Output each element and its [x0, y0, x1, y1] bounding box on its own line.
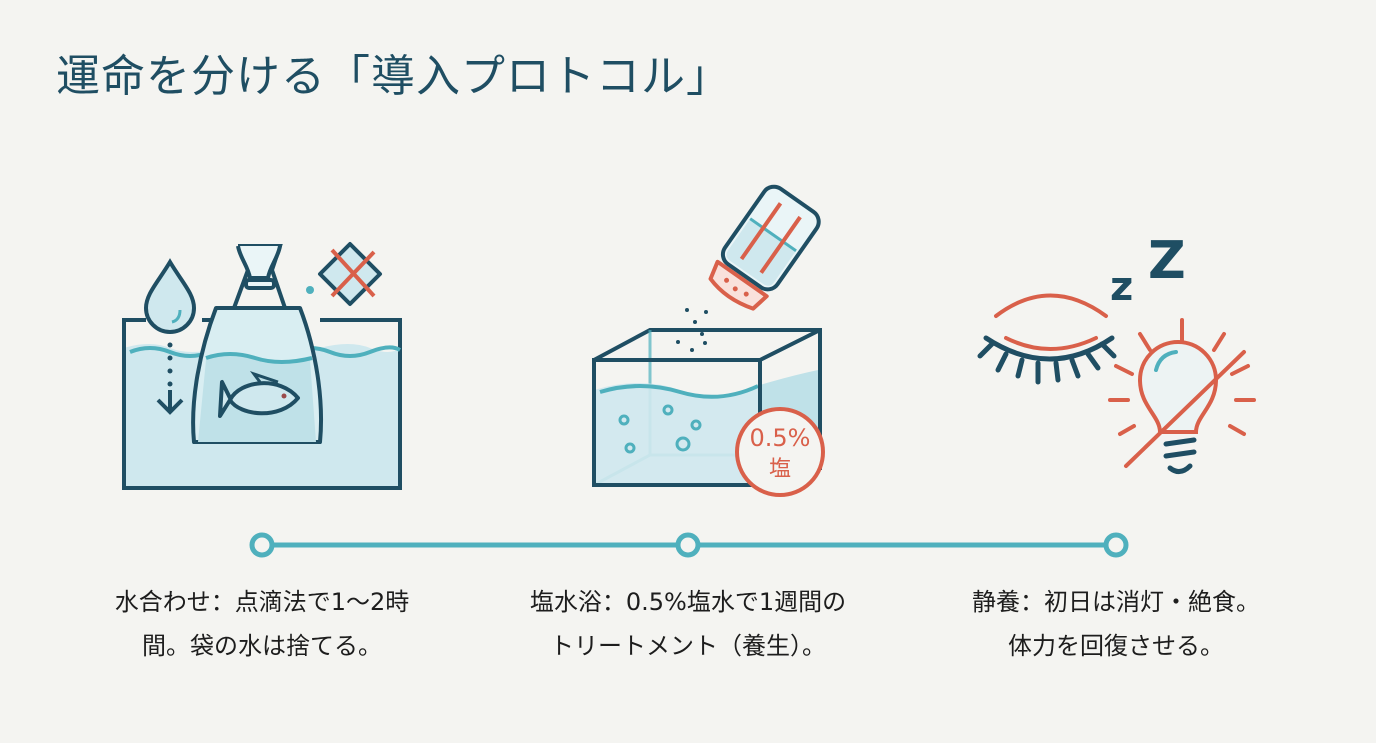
- salt-concentration-badge: [735, 407, 825, 497]
- step-2-caption-line1: 塩水浴：0.5%塩水で1週間の: [529, 588, 847, 616]
- step-2-caption: 塩水浴：0.5%塩水で1週間の トリートメント（養生）。: [518, 580, 858, 668]
- step-3-caption-line1: 静養：初日は消灯・絶食。: [972, 588, 1260, 616]
- step-2-caption-line2: トリートメント（養生）。: [550, 632, 826, 660]
- badge-percent: 0.5%: [750, 424, 811, 452]
- acclimation-bag-icon: [122, 242, 402, 490]
- step-3-caption: 静養：初日は消灯・絶食。 体力を回復させる。: [956, 580, 1276, 668]
- timeline-node-1: [249, 532, 275, 558]
- timeline-node-2: [675, 532, 701, 558]
- step-1-caption-line1: 水合わせ：点滴法で1〜2時: [114, 588, 410, 616]
- timeline-node-3: [1103, 532, 1129, 558]
- step-1-caption-line2: 間。袋の水は捨てる。: [142, 632, 382, 660]
- closed-eye-icon: [994, 293, 1108, 318]
- sleep-z-large: Z: [1148, 231, 1186, 291]
- sleep-z-small: z: [1110, 264, 1133, 310]
- page-title: 運命を分ける「導入プロトコル」: [56, 51, 731, 102]
- water-drop-icon: [143, 258, 197, 334]
- rest-lights-off-icon: z Z: [977, 231, 1256, 474]
- salt-bath-tank-icon: 0.5% 塩: [592, 184, 825, 497]
- badge-label: 塩: [769, 457, 791, 482]
- step-1-caption: 水合わせ：点滴法で1〜2時 間。袋の水は捨てる。: [102, 580, 422, 668]
- step-3-caption-line2: 体力を回復させる。: [1008, 632, 1224, 660]
